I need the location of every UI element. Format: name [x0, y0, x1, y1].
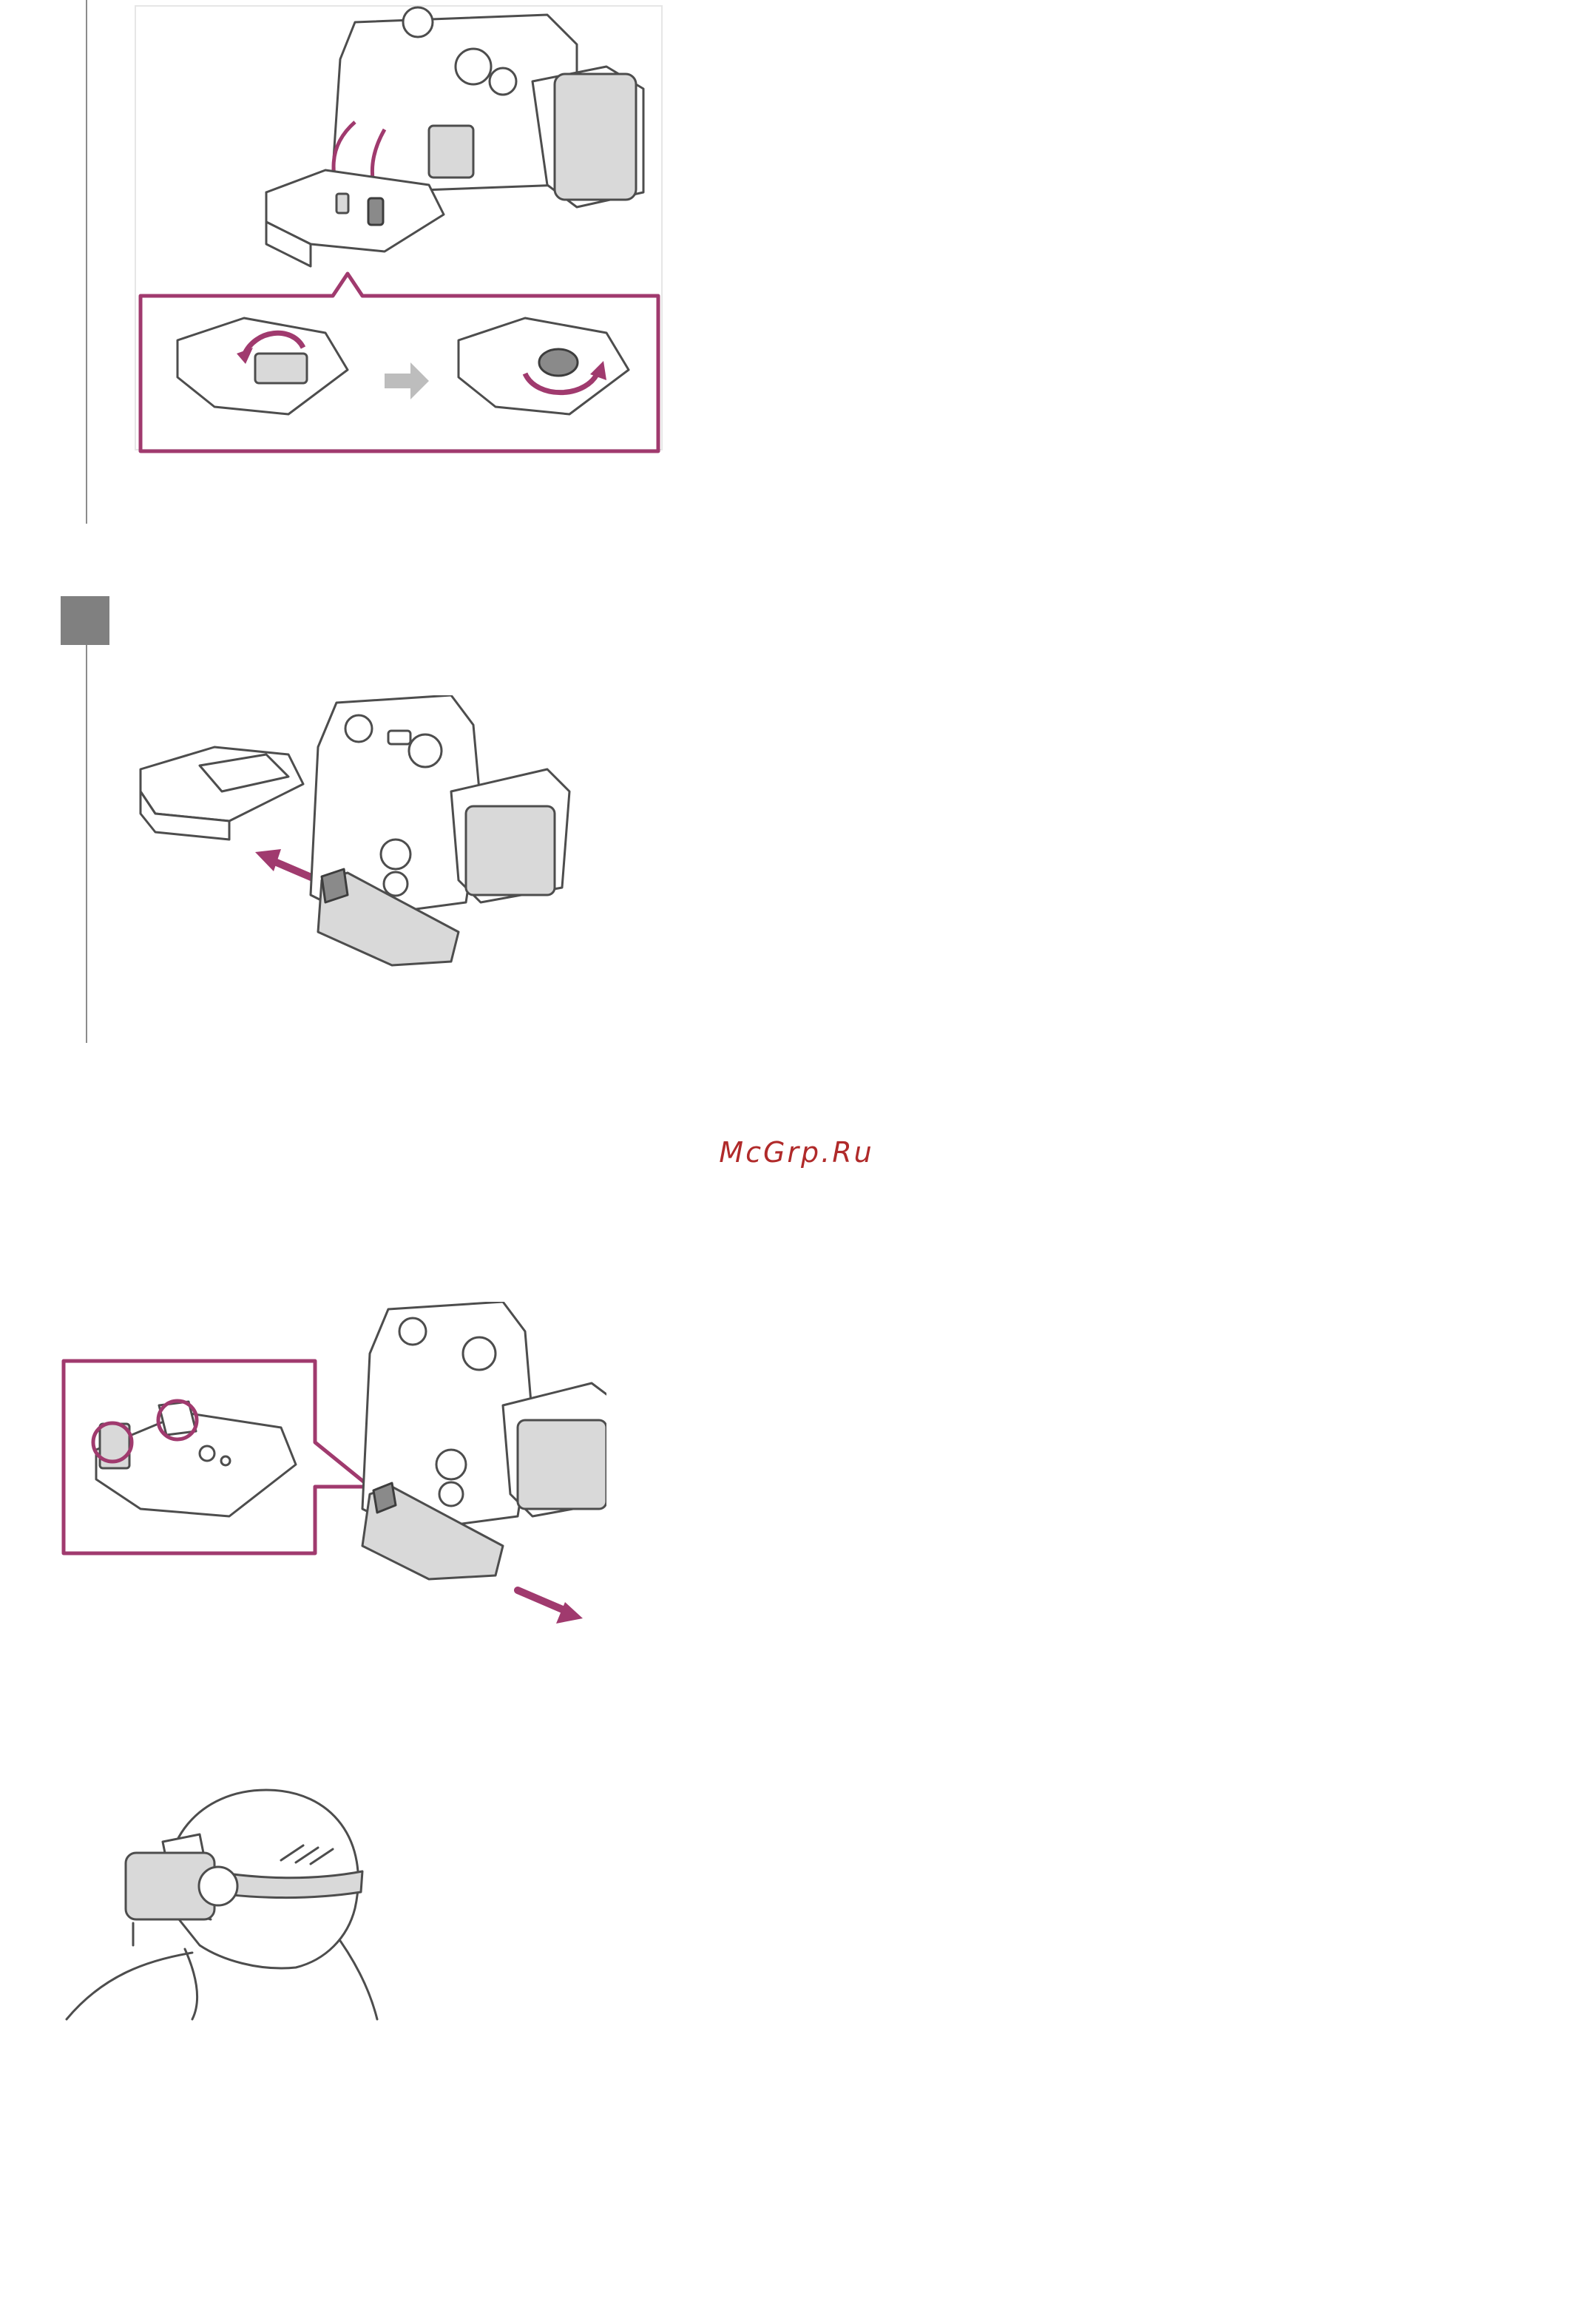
step-marker	[61, 596, 109, 645]
attach-buckle-illustration	[133, 0, 666, 459]
watermark-text: McGrp.Ru	[0, 1136, 1593, 1169]
step-guide-line-2	[86, 645, 87, 1043]
buckle-detail-after	[459, 318, 629, 414]
remove-buckle-illustration	[59, 1302, 606, 1627]
head-mount-illustration	[59, 1760, 385, 2027]
buckle-drawing-2	[141, 747, 303, 840]
step-guide-line	[86, 0, 87, 524]
buckle-drawing	[266, 170, 444, 266]
slide-buckle-into-mount-illustration	[133, 695, 592, 991]
buckle-detail-before	[177, 318, 348, 414]
